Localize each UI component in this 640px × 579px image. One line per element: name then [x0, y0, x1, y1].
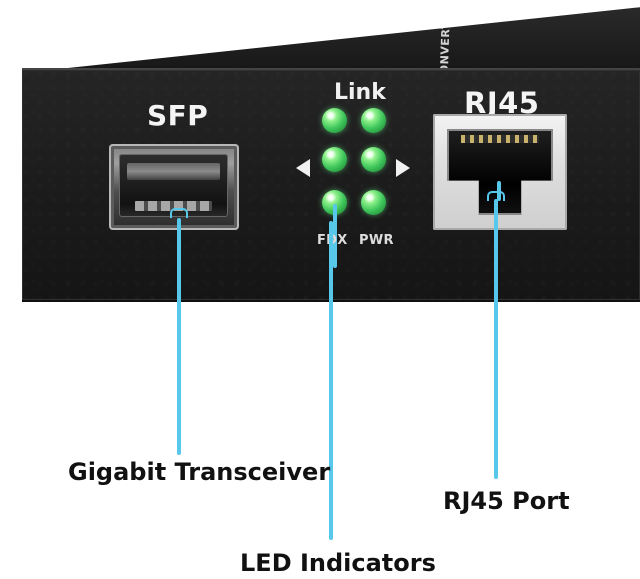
sfp-label: SFP: [147, 99, 209, 132]
rj45-caption: RJ45 Port: [443, 487, 570, 515]
sfp-callout-cap: [170, 208, 188, 218]
led-middle-right: [361, 147, 386, 172]
rj45-callout-line: [494, 199, 498, 479]
sfp-port-cavity: [119, 154, 228, 217]
led-middle-left: [322, 147, 347, 172]
pwr-label: PWR: [359, 233, 394, 248]
rj45-port: [433, 114, 567, 230]
led-title: Link: [334, 80, 386, 105]
rj45-port-cavity: [447, 129, 553, 215]
led-link-right: [361, 108, 386, 133]
rj45-callout-cap: [487, 191, 505, 201]
led-link-left: [322, 108, 347, 133]
led-callout-line: [329, 221, 333, 540]
led-fdx: [322, 190, 347, 268]
sfp-callout-line: [177, 218, 181, 455]
led-caption: LED Indicators: [240, 549, 436, 577]
sfp-caption: Gigabit Transceiver: [68, 458, 331, 486]
device-top-panel: 10/100/1000 ETHERNET MEDIA CONVERTER: [30, 7, 640, 72]
led-pwr: [361, 190, 386, 215]
right-arrow-icon: [396, 159, 410, 177]
led-indicator-cluster: Link FDX PWR: [295, 80, 415, 268]
left-arrow-icon: [296, 159, 310, 177]
